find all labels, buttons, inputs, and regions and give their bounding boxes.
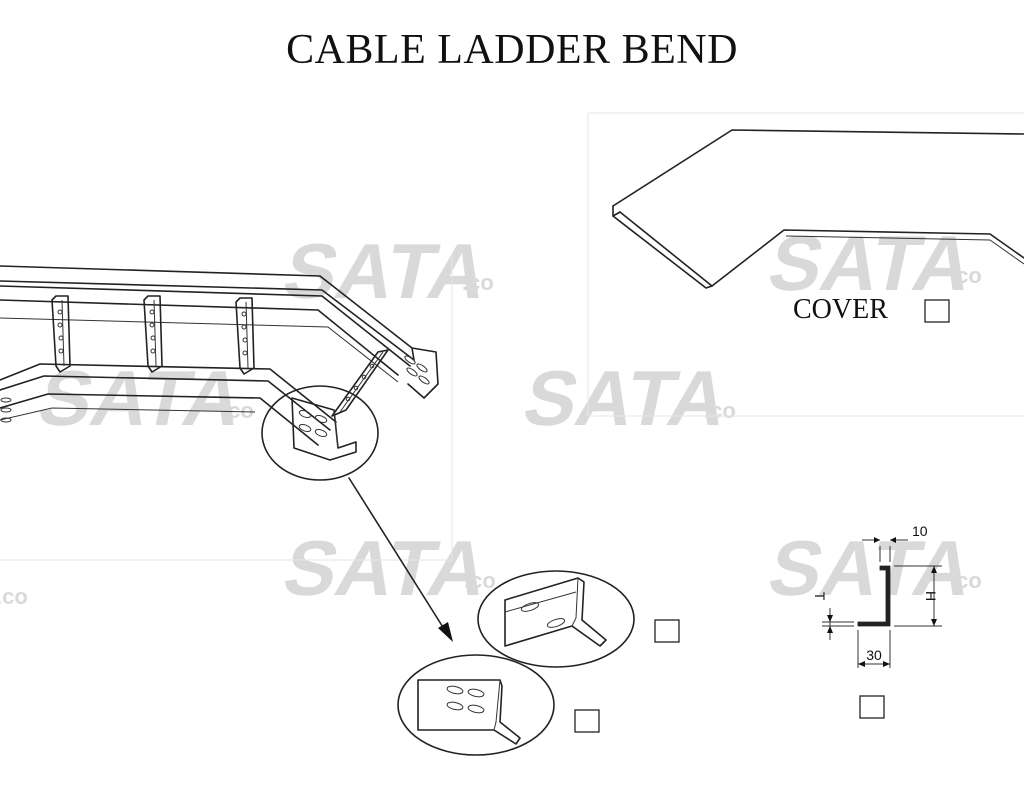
- dim-base-label: 30: [866, 647, 882, 663]
- watermark-text: SATA: [516, 355, 735, 442]
- cover-illustration: [612, 129, 1024, 289]
- watermark-suffix: .co: [464, 568, 496, 593]
- diagonal-rung: [331, 349, 389, 417]
- profile-checkbox[interactable]: [859, 695, 885, 719]
- watermark-text: SATA: [761, 525, 980, 612]
- profile-section: 10 H T 30: [812, 523, 942, 668]
- rung-detail-quad-slot: [397, 654, 555, 756]
- ladder-bend-illustration: [0, 265, 439, 481]
- watermark-suffix: .co: [950, 568, 982, 593]
- dim-thickness-label: T: [812, 592, 828, 601]
- watermark-group: SATA .co SATA .co SATA .co SATA .co SATA…: [0, 220, 982, 612]
- rung-detail-double-slot: [477, 570, 635, 668]
- rung: [235, 297, 255, 375]
- watermark-text: SATA: [276, 525, 495, 612]
- rung: [51, 295, 71, 373]
- watermark-suffix: .co: [222, 398, 254, 423]
- page-title: CABLE LADDER BEND: [286, 27, 738, 73]
- dim-flange-label: 10: [912, 523, 928, 539]
- dim-height-label: H: [923, 591, 939, 601]
- rung-double-slot-checkbox[interactable]: [654, 619, 680, 643]
- detail-leader-arrow: [348, 477, 453, 642]
- watermark-suffix: .co: [0, 584, 28, 609]
- rung-quad-slot-checkbox[interactable]: [574, 709, 600, 733]
- cover-label: COVER: [793, 294, 888, 325]
- watermark-text: SATA: [761, 220, 980, 307]
- watermark-suffix: .co: [462, 270, 494, 295]
- watermark-suffix: .co: [950, 263, 982, 288]
- frame-lines: [0, 112, 1024, 561]
- detail-circle: [261, 385, 379, 481]
- watermark-text: SATA: [276, 228, 495, 315]
- rung: [143, 295, 163, 373]
- watermark-suffix: .co: [704, 398, 736, 423]
- watermark-text: SATA: [31, 355, 250, 442]
- cover-checkbox[interactable]: [924, 299, 950, 323]
